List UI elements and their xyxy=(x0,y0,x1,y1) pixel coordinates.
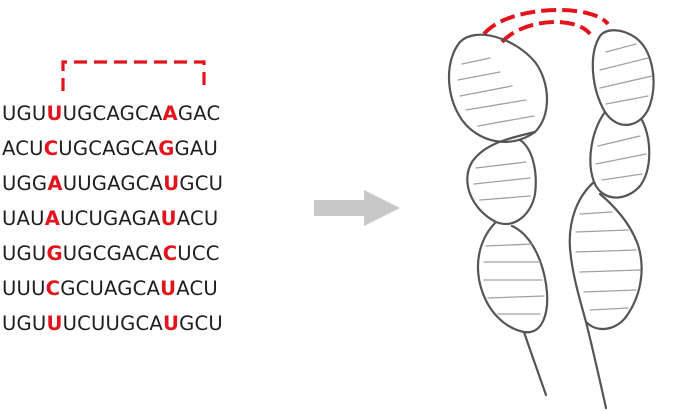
sequence-alignment: UGUUUGCAGCAAGAC ACUCUGCAGCAGGAU UGGAUUGA… xyxy=(0,0,300,411)
arrow-shape xyxy=(314,190,400,226)
seq-prefix: UAU xyxy=(2,207,45,230)
covarying-base-right: U xyxy=(162,312,180,335)
covarying-base-left: C xyxy=(45,277,61,300)
seq-prefix: ACU xyxy=(2,137,44,160)
sequence-row: UGGAUUGAGCAUGCU xyxy=(2,174,223,194)
seq-middle: UCUUGCA xyxy=(62,312,163,335)
covarying-base-left: A xyxy=(47,172,63,195)
sequence-row: UGUUUGCAGCAAGAC xyxy=(2,104,220,124)
covarying-base-right: U xyxy=(163,172,180,195)
seq-suffix: ACU xyxy=(176,207,219,230)
covarying-base-left: A xyxy=(44,207,61,230)
seq-middle: UGCAGCA xyxy=(62,102,163,125)
sequence-row: ACUCUGCAGCAGGAU xyxy=(2,139,218,159)
covarying-base-right: C xyxy=(162,242,178,265)
left-tail xyxy=(522,330,548,397)
seq-suffix: ACU xyxy=(176,277,218,300)
rna-right-strand xyxy=(568,29,655,410)
covarying-base-right: U xyxy=(160,207,177,230)
covariation-bracket xyxy=(61,60,206,91)
right-arrow-icon xyxy=(314,190,400,226)
right-loop-second xyxy=(589,110,651,199)
sequence-row: UGUGUGCGACACUCC xyxy=(2,244,220,264)
seq-middle: UGCGACA xyxy=(62,242,163,265)
covarying-base-right: A xyxy=(162,102,178,125)
seq-middle: UUGAGCA xyxy=(62,172,164,195)
right-tail xyxy=(584,320,608,410)
right-loop-top xyxy=(591,29,655,126)
seq-middle: UGCAGCA xyxy=(58,137,159,160)
left-loop-third xyxy=(476,220,549,334)
seq-prefix: UUU xyxy=(2,277,46,300)
base-pair-hatching xyxy=(457,43,653,315)
sequence-row: UAUAUCUGAGAUACU xyxy=(2,209,218,229)
seq-suffix: GCU xyxy=(179,172,224,195)
rna-tertiary-structure-icon xyxy=(447,8,655,410)
sequence-row: UUUCGCUAGCAUACU xyxy=(2,279,218,299)
seq-suffix: GCU xyxy=(179,312,223,335)
covarying-base-left: C xyxy=(43,137,59,160)
covarying-base-right: G xyxy=(158,137,175,160)
tertiary-contact-arcs xyxy=(482,8,610,44)
covarying-base-left: G xyxy=(46,242,63,265)
seq-suffix: GAC xyxy=(177,102,221,125)
sequence-row: UGUUUCUUGCAUGCU xyxy=(2,314,223,334)
contact-arc-inner xyxy=(500,20,592,44)
seq-prefix: UGU xyxy=(2,242,47,265)
covarying-base-right: U xyxy=(160,277,177,300)
seq-prefix: UGU xyxy=(2,312,47,335)
seq-prefix: UGG xyxy=(2,172,48,195)
seq-suffix: GAU xyxy=(174,137,219,160)
covarying-base-left: U xyxy=(46,102,63,125)
seq-middle: GCUAGCA xyxy=(60,277,161,300)
right-loop-third xyxy=(568,180,643,331)
covariation-bracket-icon xyxy=(61,60,206,91)
seq-suffix: UCC xyxy=(177,242,220,265)
seq-middle: UCUGAGA xyxy=(60,207,161,230)
covarying-base-left: U xyxy=(46,312,63,335)
seq-prefix: UGU xyxy=(2,102,47,125)
contact-arc-outer xyxy=(482,8,610,36)
